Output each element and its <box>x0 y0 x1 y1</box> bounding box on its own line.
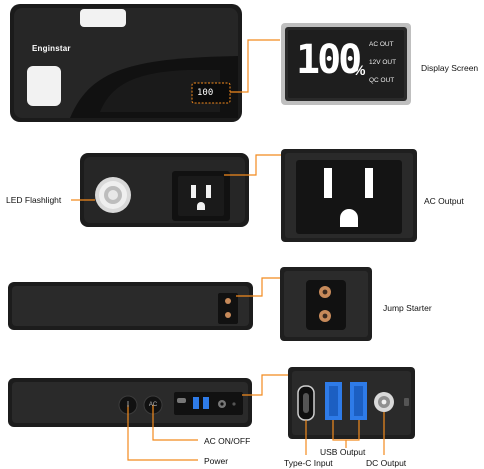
display-screen-panel <box>281 23 411 105</box>
display-indicator-qc: QC OUT <box>369 77 395 84</box>
label-usb-output: USB Output <box>320 447 366 457</box>
label-power: Power <box>204 456 229 466</box>
device-side-ac <box>80 153 249 227</box>
display-readout: 100 % AC OUT 12V OUT QC OUT <box>292 34 402 94</box>
label-dc-output: DC Output <box>366 458 407 468</box>
ac-output-panel <box>281 149 417 242</box>
display-percent-value: 100 <box>296 37 362 83</box>
power-button: I <box>126 400 130 409</box>
brand-logo: Enginstar <box>32 44 71 53</box>
label-led-flashlight: LED Flashlight <box>6 195 62 205</box>
mini-display-readout: 100 <box>197 88 213 98</box>
device-top-body <box>10 4 242 122</box>
device-side-ports <box>8 378 252 427</box>
label-ac-onoff: AC ON/OFF <box>204 436 251 446</box>
label-display-screen: Display Screen <box>421 63 479 73</box>
label-type-c-input: Type-C Input <box>284 458 333 468</box>
display-indicator-ac: AC OUT <box>369 41 394 48</box>
display-percent: 100 <box>296 37 362 83</box>
device-side-jump <box>8 282 253 330</box>
ports-panel <box>288 367 415 439</box>
mini-display-value: 100 <box>197 88 214 98</box>
ac-button: AC <box>148 402 158 408</box>
display-indicator-12v: 12V OUT <box>369 59 397 66</box>
jump-starter-panel <box>280 267 372 341</box>
label-ac-output: AC Output <box>424 196 464 206</box>
label-jump-starter: Jump Starter <box>383 303 432 313</box>
display-percent-sign: % <box>353 62 366 78</box>
